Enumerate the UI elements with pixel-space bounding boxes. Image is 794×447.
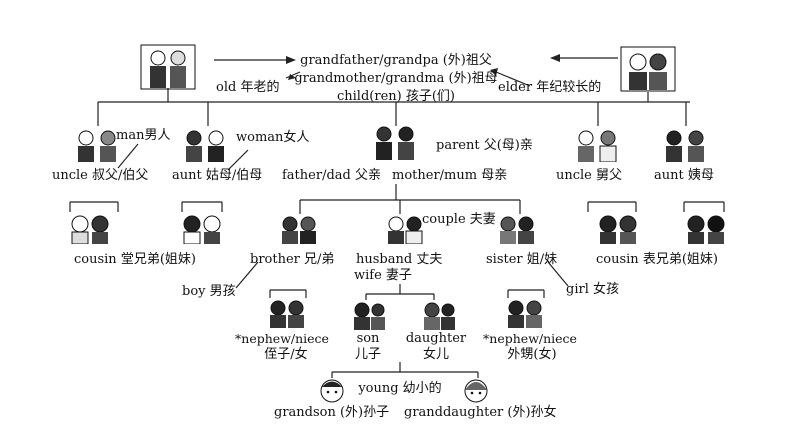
label-husband: husband 丈夫 (356, 252, 443, 267)
label-aunt-paternal: aunt 姑母/伯母 (172, 168, 263, 183)
grandparents-left-icon (140, 44, 196, 90)
label-cousin-right: cousin 表兄弟(姐妹) (596, 252, 718, 267)
nephew-left-icon (264, 298, 310, 328)
grandson-icon (318, 378, 346, 404)
cousins-middle-icon (178, 212, 228, 244)
label-nephew-left: *nephew/niece (235, 331, 329, 346)
label-uncle-paternal: uncle 叔父/伯父 (52, 168, 149, 183)
label-wife: wife 妻子 (354, 268, 412, 283)
label-daughter-cn: 女儿 (422, 347, 450, 362)
brother-icon (276, 214, 322, 244)
label-granddaughter: granddaughter (外)孙女 (404, 405, 557, 420)
label-grandfather: grandfather/grandpa (外)祖父 (300, 53, 492, 68)
aunt-uncle-couple-icon (180, 128, 232, 162)
granddaughter-icon (462, 378, 490, 404)
maternal-uncle-couple-icon (572, 128, 624, 162)
label-child: child(ren) 孩子(们) (337, 89, 455, 104)
label-elder: elder 年纪较长的 (498, 80, 602, 95)
label-uncle-maternal: uncle 舅父 (556, 168, 623, 183)
label-daughter: daughter (405, 331, 467, 346)
label-son: son (356, 331, 380, 346)
daughter-icon (420, 300, 458, 330)
sister-icon (494, 214, 540, 244)
cousins-right-icon (596, 212, 642, 244)
cousins-left-icon (66, 212, 116, 244)
son-icon (350, 300, 388, 330)
label-woman: woman女人 (236, 130, 310, 145)
label-young: young 幼小的 (358, 381, 442, 396)
label-grandmother: grandmother/grandma (外)祖母 (294, 71, 498, 86)
nephew-right-icon (502, 298, 548, 328)
arrow-old-2 (285, 71, 301, 79)
label-grandson: grandson (外)孙子 (274, 405, 390, 420)
label-old: old 年老的 (216, 80, 280, 95)
label-nephew-right: *nephew/niece (483, 331, 577, 346)
maternal-aunt-couple-icon (660, 128, 712, 162)
label-man: man男人 (116, 128, 171, 143)
parents-couple-icon (370, 124, 422, 160)
grandparents-right-icon (620, 46, 676, 92)
label-son-cn: 儿子 (354, 347, 382, 362)
label-father: father/dad 父亲 (282, 168, 381, 183)
label-couple: couple 夫妻 (422, 212, 496, 227)
label-brother: brother 兄/弟 (250, 252, 335, 267)
cousins-far-right-icon (684, 212, 730, 244)
label-parent: parent 父(母)亲 (436, 138, 533, 153)
label-boy: boy 男孩 (182, 284, 236, 299)
label-nephew-left-cn: 侄子/女 (264, 347, 308, 362)
label-mother: mother/mum 母亲 (392, 168, 508, 183)
label-aunt-maternal: aunt 姨母 (654, 168, 714, 183)
arrow-elder-2 (495, 71, 531, 87)
label-nephew-right-cn: 外甥(女) (507, 347, 557, 362)
uncle-aunt-couple-icon (72, 128, 124, 162)
husband-wife-icon (382, 214, 428, 244)
label-girl: girl 女孩 (566, 282, 619, 297)
label-cousin-left: cousin 堂兄弟(姐妹) (74, 252, 196, 267)
label-sister: sister 姐/妹 (486, 252, 558, 267)
